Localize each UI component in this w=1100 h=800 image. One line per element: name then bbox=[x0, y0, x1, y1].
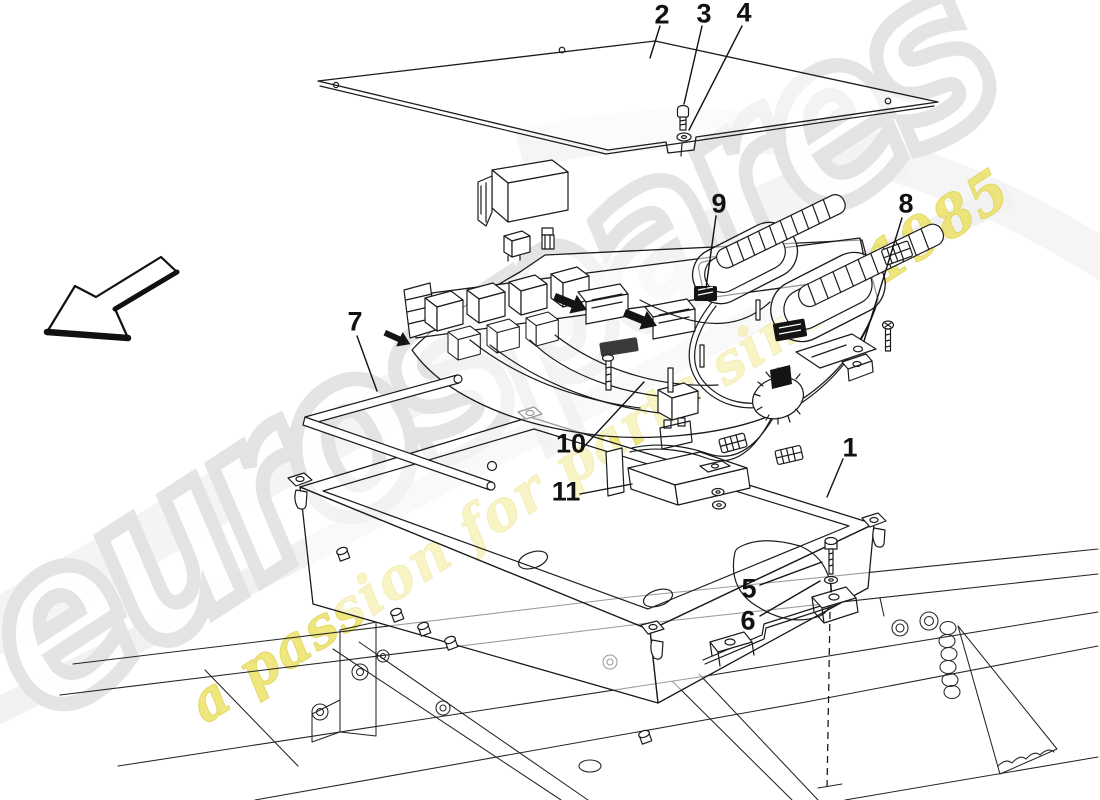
harness-bracket-8 bbox=[795, 320, 895, 382]
alignment-dashes bbox=[826, 611, 831, 791]
black-connector bbox=[599, 286, 808, 357]
callout-part-5[interactable]: 5 bbox=[741, 573, 757, 604]
box-side-bracket bbox=[709, 631, 755, 667]
small-relay bbox=[503, 230, 531, 262]
callout-part-4[interactable]: 4 bbox=[736, 0, 752, 28]
bracket-6 bbox=[811, 586, 859, 624]
callout-part-1[interactable]: 1 bbox=[842, 432, 858, 463]
fusebox-cover bbox=[477, 159, 569, 227]
callout-part-2[interactable]: 2 bbox=[654, 0, 670, 30]
insert-arrow-icon bbox=[383, 330, 411, 347]
lid-screw-3 bbox=[676, 104, 690, 131]
mini-fuse bbox=[541, 227, 555, 250]
direction-arrow-icon bbox=[43, 255, 180, 342]
chassis-bracket bbox=[311, 621, 377, 743]
connector-sockets bbox=[383, 283, 696, 347]
gasket-seal bbox=[302, 374, 496, 491]
chassis-hose bbox=[938, 620, 1058, 775]
wiring bbox=[469, 299, 773, 415]
callout-part-6[interactable]: 6 bbox=[740, 605, 756, 636]
callout-part-10[interactable]: 10 bbox=[555, 428, 587, 459]
bracket-screw bbox=[881, 320, 895, 352]
cover-panel bbox=[317, 40, 939, 155]
callout-part-3[interactable]: 3 bbox=[696, 0, 712, 29]
callout-part-9[interactable]: 9 bbox=[711, 188, 727, 219]
plate-screw bbox=[601, 299, 761, 393]
plate-relay bbox=[657, 382, 699, 450]
callout-part-7[interactable]: 7 bbox=[347, 306, 363, 337]
rubber-boot bbox=[752, 365, 804, 425]
callout-part-11[interactable]: 11 bbox=[551, 476, 581, 507]
box-studs bbox=[336, 546, 653, 745]
corrugated-tube bbox=[716, 194, 846, 269]
insert-arrow-icon bbox=[553, 293, 587, 314]
mounting-bolt bbox=[811, 536, 859, 791]
insert-arrow-icon bbox=[623, 309, 657, 330]
bolt-5 bbox=[823, 536, 839, 585]
relay-cubes bbox=[424, 266, 590, 361]
lid-washer-4 bbox=[676, 132, 692, 157]
callout-part-8[interactable]: 8 bbox=[898, 188, 914, 219]
leader-lines bbox=[356, 25, 903, 617]
